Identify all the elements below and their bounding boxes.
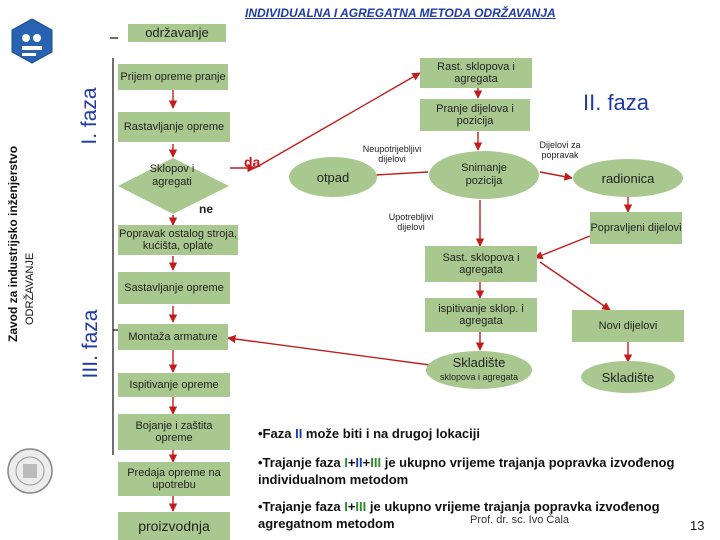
skladiste-main-text: Skladište: [452, 355, 506, 370]
subtitle-box: održavanje: [128, 24, 226, 42]
bullet-2-phase-i: I: [344, 455, 348, 470]
bullet-1: •Faza II može biti i na drugoj lokaciji: [258, 425, 698, 442]
page-number: 13: [690, 518, 705, 533]
node-radionica: radionica: [572, 158, 684, 198]
label-dijelovi-za-popravak: Dijelovi za popravak: [539, 140, 581, 160]
bullet-3-phase-i: I: [344, 499, 348, 514]
box-predaja-opreme: Predaja opreme na upotrebu: [118, 462, 230, 496]
bullet-2-pre: •Trajanje faza: [258, 455, 345, 470]
skladiste-sub-text: sklopova i agregata: [439, 372, 519, 382]
bullet-3-pre: •Trajanje faza: [258, 499, 345, 514]
bullet-2-phase-iii: III: [370, 455, 382, 470]
radionica-text: radionica: [601, 171, 655, 186]
label-upotrebljivi: Upotrebljivi dijelovi: [388, 212, 434, 232]
skladiste2-text: Skladište: [601, 370, 655, 385]
decision-diamond-sklopovi: Sklopov i agregati: [117, 157, 230, 215]
box-popravak-ostalog: Popravak ostalog stroja, kućišta, oplate: [118, 225, 238, 255]
box-novi-dijelovi: Novi dijelovi: [572, 310, 684, 342]
bullet-3-phase-iii: III: [355, 499, 367, 514]
box-rast-sklopova: Rast. sklopova i agregata: [420, 58, 532, 88]
bullet-1-text: može biti i na drugoj lokaciji: [302, 426, 481, 441]
decision-yes-label: da: [244, 154, 261, 170]
box-popravljeni-dijelovi: Popravljeni dijelovi: [590, 212, 682, 244]
bullet-1-phase: II: [295, 426, 303, 441]
node-skladiste-dijelova: Skladište: [580, 360, 676, 394]
decision-no-label: ne: [199, 202, 214, 216]
box-montaza-armature: Montaža armature: [118, 324, 228, 350]
node-skladiste-sklopova: Skladište sklopova i agregata: [425, 350, 533, 390]
bullet-2: •Trajanje faza I+II+III je ukupno vrijem…: [258, 455, 675, 487]
box-proizvodnja: proizvodnja: [118, 512, 230, 540]
slide-title: INDIVIDUALNA I AGREGATNA METODA ODRŽAVAN…: [245, 6, 556, 20]
box-bojanje-zastita: Bojanje i zaštita opreme: [118, 414, 230, 450]
box-sast-sklopova: Sast. sklopova i agregata: [425, 246, 537, 282]
box-ispitivanje-sklop: ispitivanje sklop. i agregata: [425, 298, 537, 332]
bullet-2-phase-ii: II: [355, 455, 363, 470]
otpad-text: otpad: [316, 170, 350, 185]
footer-author: Prof. dr. sc. Ivo Čala: [470, 514, 570, 526]
box-prijem-opreme: Prijem opreme pranje: [118, 64, 228, 90]
node-snimanje-pozicija: Snimanje pozicija: [428, 150, 540, 200]
university-seal: [6, 447, 54, 495]
box-sastavljanje-opreme: Sastavljanje opreme: [118, 272, 230, 304]
bullet-3-text: je ukupno vrijeme trajanja popravka izvo…: [258, 499, 660, 531]
node-otpad: otpad: [288, 156, 378, 198]
box-rastavljanje-opreme: Rastavljanje opreme: [118, 112, 230, 142]
snimanje-text: Snimanje pozicija: [461, 162, 507, 187]
box-ispitivanje-opreme: Ispitivanje opreme: [118, 373, 230, 397]
bullet-3: •Trajanje faza I+III je ukupno vrijeme t…: [258, 499, 660, 531]
bullet-2-text: je ukupno vrijeme trajanja popravka izvo…: [258, 455, 675, 487]
label-neupotrijebljivi: Neupotrijebljivi dijelovi: [362, 144, 422, 164]
box-pranje-dijelova: Pranje dijelova i pozicija: [420, 99, 530, 131]
phase2-label: II. faza: [583, 90, 650, 115]
bullet-1-pre: •Faza: [258, 426, 296, 441]
institute-logo: [10, 18, 54, 64]
decision-diamond-text: Sklopov i agregati: [149, 163, 195, 188]
